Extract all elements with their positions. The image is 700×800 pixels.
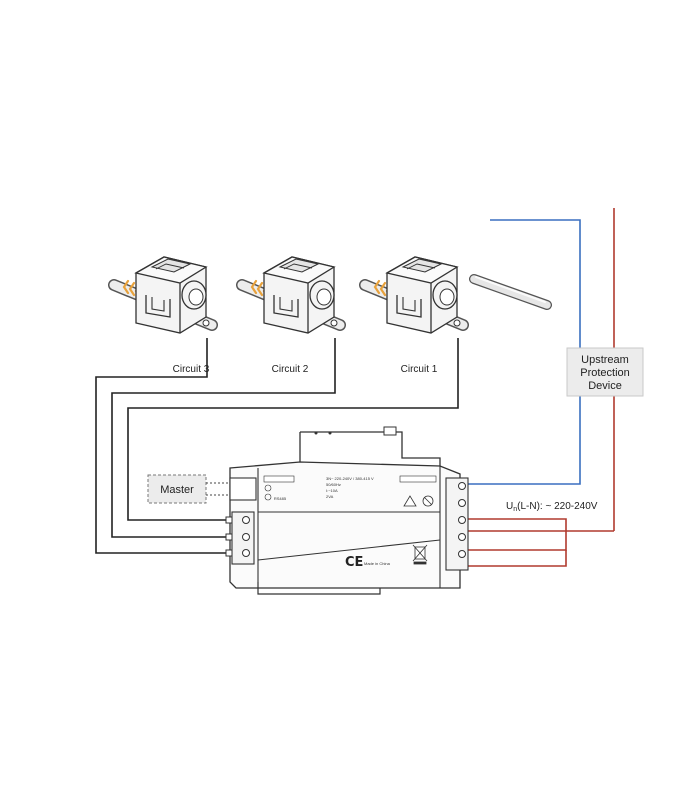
meter-rs485: RS485: [274, 496, 287, 501]
live-wire-l2: [468, 531, 567, 551]
ct-sensor-circuit-2: [242, 257, 340, 333]
wire-circuit-2: [111, 338, 336, 538]
upstream-line-3: Device: [588, 380, 622, 392]
voltage-suffix: (L-N): ~ 220-240V: [517, 501, 598, 512]
circuit-3-label: Circuit 3: [173, 364, 210, 375]
meter-spec-2: 50/60Hz: [326, 482, 341, 487]
meter-made-in: Made in China: [364, 561, 391, 566]
upstream-line-2: Protection: [580, 367, 630, 379]
meter-spec-1: 3N~ 220-240V / 380-415 V: [326, 476, 374, 481]
live-wire-bus: [468, 518, 567, 531]
rs485-links: [206, 482, 230, 496]
neutral-rod: [469, 274, 552, 310]
weee-bin-icon: [412, 544, 428, 565]
voltage-prefix: U: [506, 501, 513, 512]
master-box: Master: [147, 474, 207, 504]
neutral-wire: [468, 219, 581, 485]
upstream-protection-device: Upstream Protection Device: [566, 347, 644, 397]
live-wire-l3: [468, 550, 567, 567]
voltage-subscript: n: [513, 506, 517, 513]
wire-circuit-1: [127, 338, 459, 521]
ct-sensor-circuit-1: [365, 257, 463, 333]
circuit-1-label: Circuit 1: [401, 364, 438, 375]
warning-triangle-icon: [403, 495, 417, 507]
voltage-label: Un(L-N): ~ 220-240V: [506, 501, 598, 513]
master-label: Master: [160, 484, 194, 496]
upstream-line-1: Upstream: [581, 354, 629, 366]
ct-sensor-circuit-3: [114, 257, 212, 333]
left-terminal-block: [225, 511, 255, 565]
meter-spec-3: I:~10A: [326, 488, 338, 493]
signal-wires: [95, 338, 459, 554]
ce-mark: CE: [345, 555, 363, 570]
energy-meter: RS485 3N~ 220-240V / 380-415 V 50/60Hz I…: [225, 426, 469, 595]
meter-spec-4: 2VA: [326, 494, 334, 499]
right-terminal-block: [445, 477, 469, 571]
wire-circuit-3: [95, 338, 228, 554]
circuit-2-label: Circuit 2: [272, 364, 309, 375]
